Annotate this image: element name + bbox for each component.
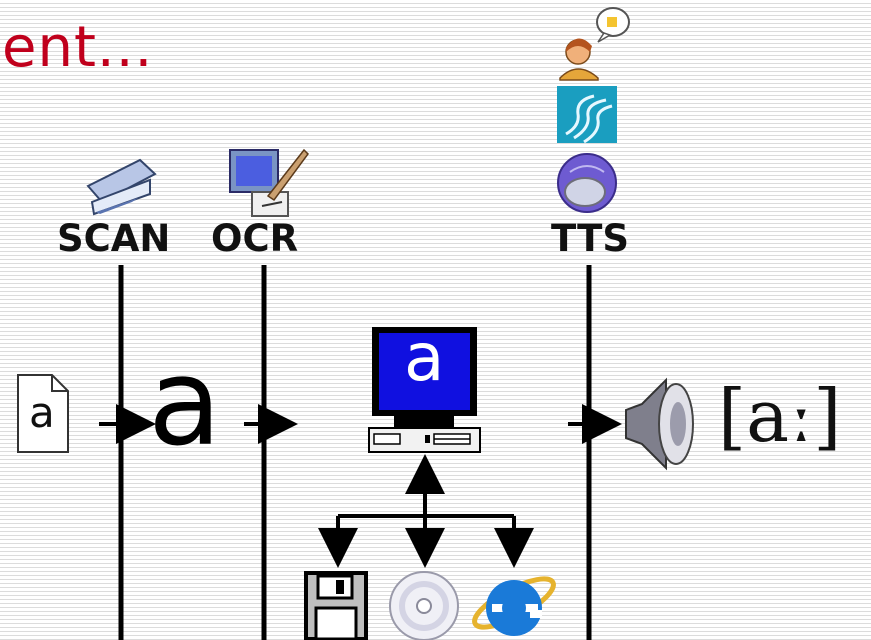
speech-wave-icon (557, 86, 617, 144)
speech-engine-globe-icon (557, 153, 617, 213)
slide-heading: ent... (2, 15, 154, 80)
floppy-disk-icon (304, 571, 368, 640)
internet-explorer-icon (472, 576, 556, 636)
phonetic-output: [aː] (718, 374, 842, 458)
document-icon (17, 374, 69, 453)
recognized-glyph: a (148, 334, 222, 473)
speaking-person-icon (559, 7, 630, 81)
ocr-label: OCR (211, 217, 299, 260)
speaker-icon (625, 377, 694, 471)
scan-label: SCAN (57, 217, 171, 260)
scanner-icon (86, 158, 157, 216)
tts-label: TTS (551, 217, 629, 260)
cd-disc-icon (389, 571, 459, 640)
storage-connector (318, 454, 534, 568)
source-glyph: a (29, 388, 55, 437)
computer-icon (368, 327, 481, 453)
screen-glyph: a (404, 319, 445, 396)
ocr-pen-tablet-icon (229, 148, 309, 217)
